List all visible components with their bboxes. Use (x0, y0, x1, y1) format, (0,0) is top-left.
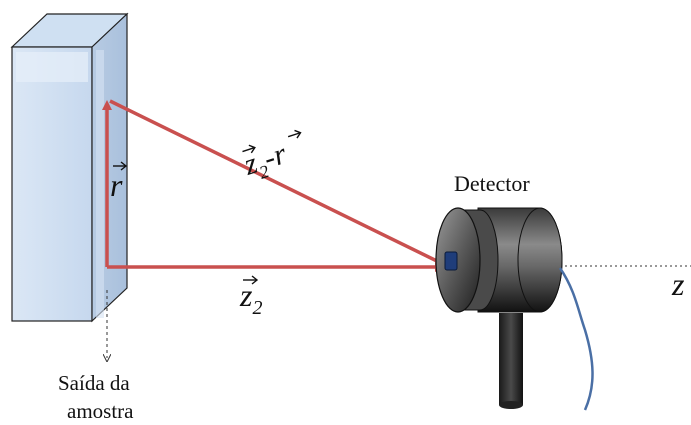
label-z2-base: z (239, 277, 253, 313)
sample-exit-label-line1: Saída da (58, 371, 130, 395)
label-z2: z2 (239, 275, 262, 319)
sample-cuvette (10, 12, 129, 323)
axis-z-label: z (671, 266, 685, 302)
detector-label: Detector (454, 171, 530, 196)
label-r-text: r (110, 167, 123, 203)
vector-z2-minus-r-arrow (109, 99, 447, 266)
vector-arrows (102, 99, 447, 272)
sample-exit-label-line2: amostra (67, 399, 134, 423)
detector-cable (558, 267, 594, 411)
svg-text:z2: z2 (239, 277, 262, 319)
label-z2-minus-r: z2-r (239, 129, 302, 187)
svg-text:z2-r: z2-r (239, 137, 292, 187)
detector-lens (444, 251, 458, 271)
detector-icon (435, 207, 563, 409)
label-r: r (110, 161, 128, 203)
detector-post (499, 313, 523, 405)
label-z2-sub: 2 (252, 297, 262, 319)
